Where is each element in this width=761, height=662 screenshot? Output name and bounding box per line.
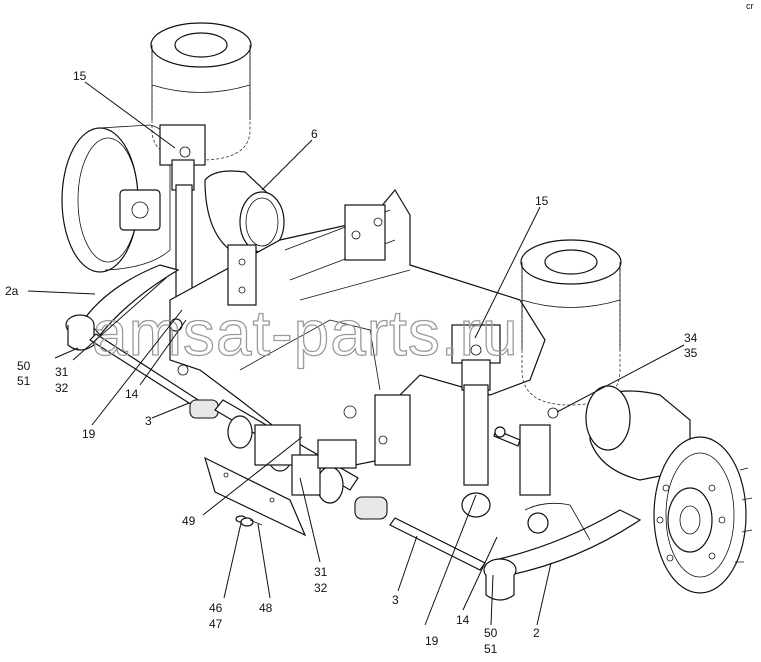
- callout-48: 48: [259, 601, 273, 615]
- right-shock-absorber: [451, 324, 501, 518]
- callout-3-right: 3: [392, 593, 399, 607]
- callout-34: 34: [684, 331, 698, 345]
- left-brake-chamber: [204, 170, 285, 253]
- right-lower-arm: [483, 502, 642, 601]
- callout-6: 6: [311, 127, 318, 141]
- leader-lines: [27, 81, 685, 626]
- callout-14-left: 14: [125, 387, 139, 401]
- tie-rods: [89, 333, 486, 571]
- callout-32-left: 32: [55, 381, 69, 395]
- left-lower-arm: [65, 264, 180, 351]
- callout-2: 2: [533, 626, 540, 640]
- center-rod-assembly: [214, 399, 359, 504]
- callout-51-left: 51: [17, 374, 31, 388]
- left-brake-disc: [61, 124, 171, 273]
- callout-31-center: 31: [314, 565, 328, 579]
- bolt-washer: [235, 515, 263, 527]
- callout-47: 47: [209, 617, 223, 631]
- callout-19-right: 19: [425, 634, 439, 648]
- right-hub-assembly: [585, 385, 753, 594]
- watermark: amsat-parts.ru: [92, 297, 519, 369]
- callout-35: 35: [684, 346, 698, 360]
- shield-plate: [204, 456, 307, 537]
- callout-31-left: 31: [55, 365, 69, 379]
- callout-15-right: 15: [535, 194, 549, 208]
- callout-14-right: 14: [456, 613, 470, 627]
- callout-2a: 2a: [5, 284, 19, 298]
- callout-32-center: 32: [314, 581, 328, 595]
- callout-51-right: 51: [484, 642, 498, 656]
- right-air-spring: [520, 239, 622, 406]
- callout-3-left: 3: [145, 414, 152, 428]
- callout-15-left: 15: [73, 69, 87, 83]
- callout-50-left: 50: [17, 359, 31, 373]
- callout-19-left: 19: [82, 427, 96, 441]
- callout-labels: 15 6 15 2a 34 35 50 51 31 32 19 14 3 49 …: [5, 69, 698, 656]
- callout-49: 49: [182, 514, 196, 528]
- callout-50-right: 50: [484, 626, 498, 640]
- callout-46: 46: [209, 601, 223, 615]
- corner-mark: cr: [746, 1, 754, 11]
- frame-crossmember: [169, 188, 546, 471]
- left-air-spring: [150, 22, 252, 161]
- fasteners: [169, 318, 559, 496]
